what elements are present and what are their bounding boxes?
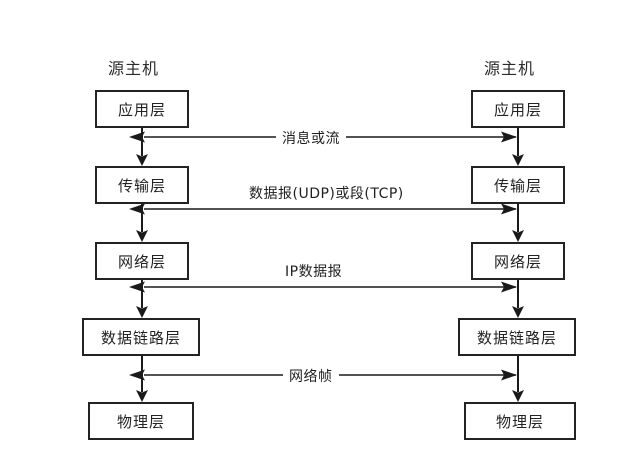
right-layer-box-physical[interactable]: 物理层 [464,402,576,440]
right-layer-label-app: 应用层 [493,100,542,119]
left-layer-label-datalink: 数据链路层 [100,328,181,347]
right-layer-box-transport[interactable]: 传输层 [471,166,565,204]
flow-label-packet: IP数据报 [285,264,343,280]
left-layer-box-datalink[interactable]: 数据链路层 [82,318,200,356]
right-layer-label-physical: 物理层 [495,412,544,431]
right-layer-label-datalink: 数据链路层 [476,328,557,347]
left-layer-box-app[interactable]: 应用层 [95,90,189,128]
flow-label-frame: 网络帧 [283,366,339,386]
left-layer-label-network: 网络层 [117,252,166,271]
right-layer-box-network[interactable]: 网络层 [471,242,565,280]
right-layer-box-datalink[interactable]: 数据链路层 [458,318,576,356]
left-layer-label-app: 应用层 [117,100,166,119]
right-layer-label-transport: 传输层 [493,176,542,195]
host-title-right: 源主机 [484,59,536,78]
left-layer-box-transport[interactable]: 传输层 [95,166,189,204]
left-layer-box-network[interactable]: 网络层 [95,242,189,280]
right-layer-label-network: 网络层 [493,252,542,271]
left-layer-label-physical: 物理层 [116,412,165,431]
host-title-left: 源主机 [108,59,160,78]
left-layer-box-physical[interactable]: 物理层 [88,402,194,440]
flow-label-segment: 数据报(UDP)或段(TCP) [249,186,404,202]
flow-label-message: 消息或流 [276,128,346,148]
left-layer-label-transport: 传输层 [117,176,166,195]
right-layer-box-app[interactable]: 应用层 [471,90,565,128]
